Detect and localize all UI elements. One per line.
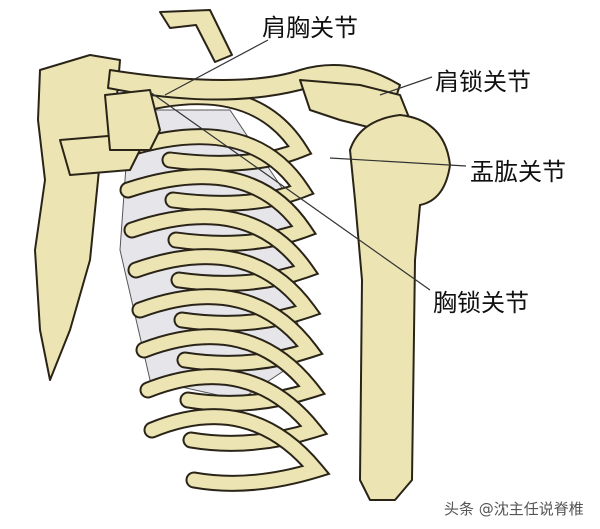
rib	[125, 210, 317, 290]
leader-line-acromioclavicular	[379, 76, 433, 96]
first-rib	[159, 9, 233, 63]
leader-line-glenohumeral	[329, 157, 467, 167]
label-sternoclavicular-joint: 胸锁关节	[433, 289, 529, 317]
humerus	[349, 114, 451, 501]
leader-line-sternoclavicular	[149, 91, 431, 291]
sternum	[104, 89, 161, 151]
rib	[141, 370, 326, 450]
label-glenohumeral-joint: 盂肱关节	[470, 158, 566, 186]
rib	[145, 410, 328, 490]
rib	[117, 130, 312, 210]
rib	[129, 250, 319, 330]
rib	[121, 170, 315, 250]
leader-line-scapulothoracic	[164, 39, 269, 96]
label-scapulothoracic-joint: 肩胸关节	[262, 14, 358, 42]
rib	[137, 330, 323, 410]
label-acromioclavicular-joint: 肩锁关节	[435, 68, 531, 96]
ribs	[111, 88, 331, 492]
rib	[133, 290, 321, 370]
watermark: 头条 @沈主任说脊椎	[444, 500, 584, 518]
